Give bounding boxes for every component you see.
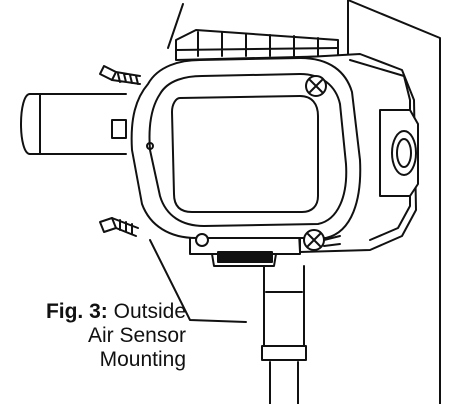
screw-bottom-right	[303, 229, 341, 251]
caption-line-2: Air Sensor	[87, 324, 186, 347]
caption-word-outside: Outside	[113, 300, 186, 323]
screw-top-left	[99, 65, 141, 85]
hinge	[175, 29, 339, 61]
conduit-fitting	[379, 109, 419, 197]
screw-top-right	[305, 75, 327, 97]
sensor-housing	[130, 57, 362, 239]
leader-line-top	[167, 3, 184, 49]
screw-bottom-left	[99, 217, 139, 237]
caption-line-3: Mounting	[99, 348, 186, 371]
caption-line-1: Fig. 3: Outside	[46, 300, 186, 324]
mounting-wall	[347, 0, 441, 404]
figure-caption: Fig. 3: Outside Air Sensor Mounting	[46, 300, 186, 372]
lower-probe	[261, 265, 307, 404]
probe-tube	[20, 93, 127, 155]
bottom-left-fastener	[195, 233, 209, 247]
display-window	[171, 95, 319, 213]
indicator-dot	[146, 142, 154, 150]
leader-line-caption	[149, 239, 247, 323]
figure-number: Fig. 3:	[45, 300, 108, 323]
bottom-connector	[189, 237, 301, 267]
